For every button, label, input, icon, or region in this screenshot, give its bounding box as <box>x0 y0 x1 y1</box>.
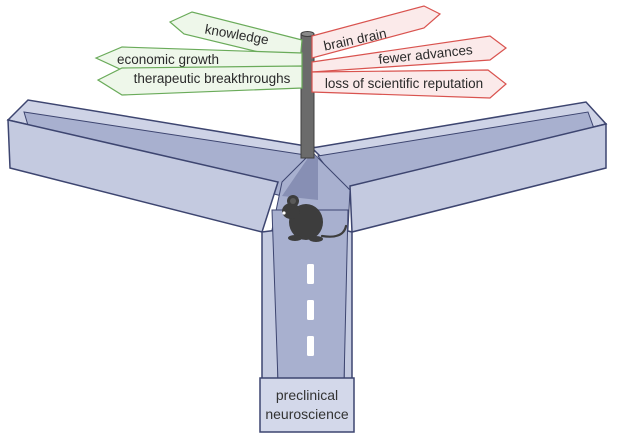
start-label-line1: preclinical <box>276 387 338 403</box>
maze-right-arm <box>310 101 608 233</box>
start-box-face <box>259 377 355 433</box>
center-shadow-wall <box>282 152 318 200</box>
signpost-pole-cap <box>300 31 315 37</box>
start-box: preclinical neuroscience <box>259 377 355 433</box>
mouse-icon <box>282 195 348 242</box>
stem-lane-dash-3 <box>307 336 314 356</box>
sign-economic-growth <box>94 46 303 71</box>
signpost <box>300 31 315 159</box>
maze-stem <box>261 209 353 389</box>
start-label-line2: neuroscience <box>265 406 348 422</box>
stem-lane-dash-2 <box>307 300 314 320</box>
sign-therapeutic-breakthroughs <box>96 65 303 96</box>
sign-brain-drain <box>311 5 442 59</box>
positive-signs: knowledge economic growth therapeutic br… <box>94 11 303 96</box>
sign-loss-of-scientific-reputation-text: loss of scientific reputation <box>325 76 483 91</box>
sign-therapeutic-breakthroughs-text: therapeutic breakthroughs <box>134 71 291 86</box>
sign-loss-of-scientific-reputation <box>311 69 507 99</box>
stem-lane-dash-1 <box>307 264 314 284</box>
sign-economic-growth-text: economic growth <box>117 52 219 67</box>
maze-left-arm <box>6 99 320 233</box>
sign-knowledge <box>168 11 303 63</box>
right-arm-front-wall <box>349 123 607 233</box>
sign-fewer-advances <box>311 35 507 73</box>
negative-signs: brain drain fewer advances loss of scien… <box>311 5 507 99</box>
